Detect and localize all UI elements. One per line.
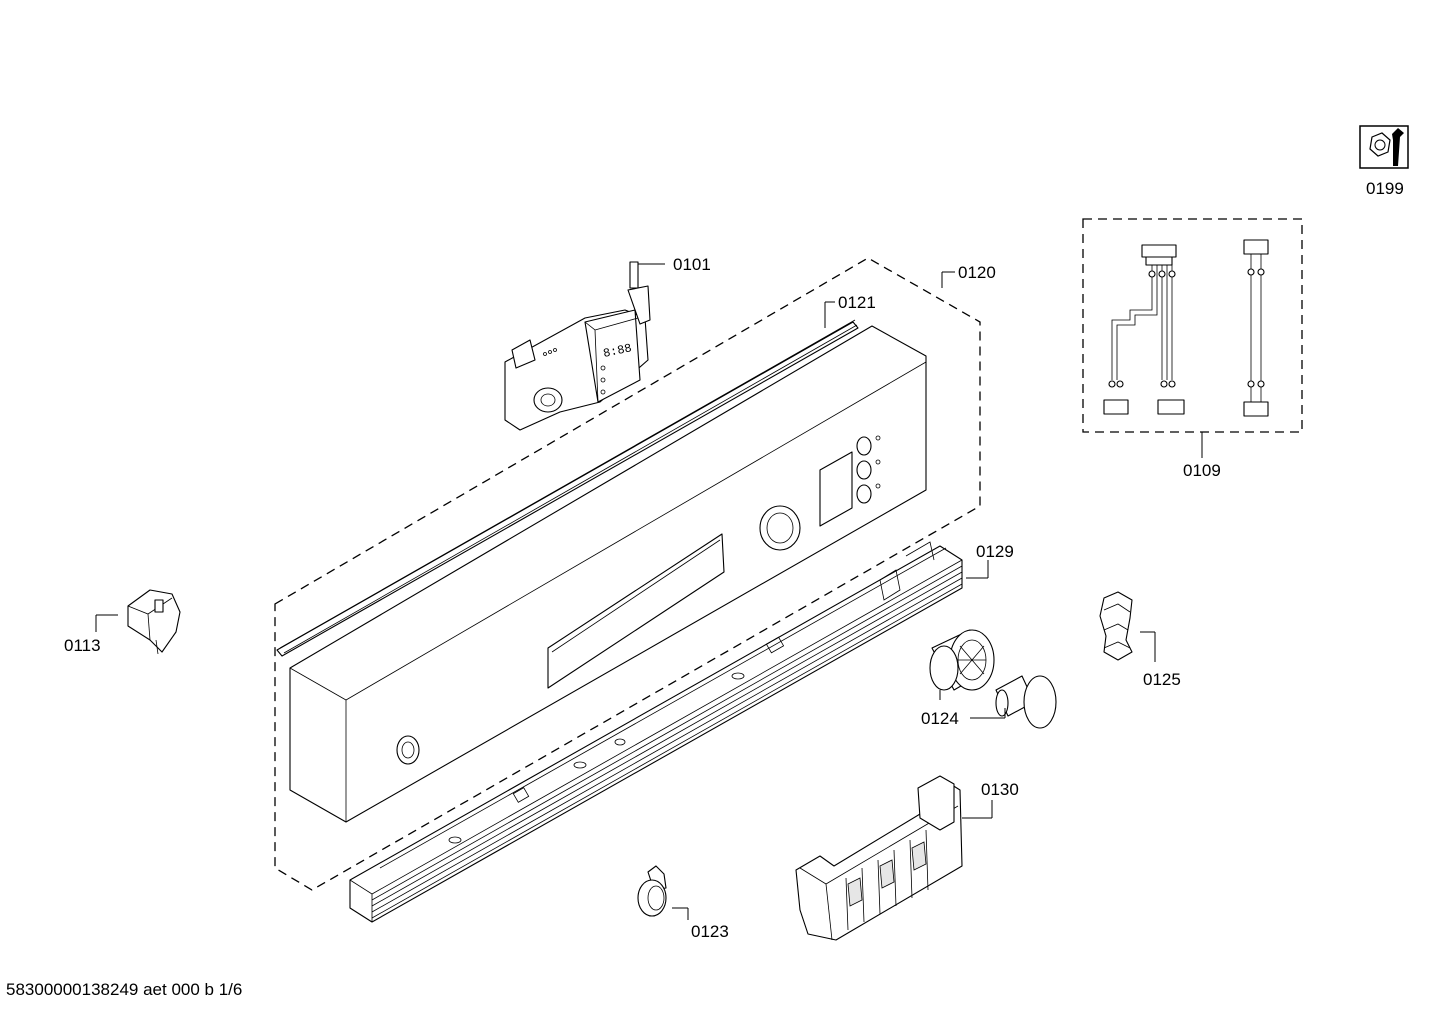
label-0101: 0101 bbox=[673, 255, 711, 274]
label-0129: 0129 bbox=[976, 542, 1014, 561]
module-display: 8:88 bbox=[602, 341, 633, 361]
harness-group-outline bbox=[1082, 218, 1303, 433]
document-reference: 58300000138249 aet 000 b 1/6 bbox=[6, 980, 243, 999]
pin-0124 bbox=[995, 675, 1057, 729]
frame-rail bbox=[349, 541, 963, 923]
label-0123: 0123 bbox=[691, 922, 729, 941]
control-module: 8:88 bbox=[504, 261, 651, 431]
clip-0113 bbox=[127, 589, 181, 655]
bracket-0125 bbox=[1099, 591, 1133, 661]
trim-strip bbox=[276, 319, 859, 657]
label-0130: 0130 bbox=[981, 780, 1019, 799]
label-0109: 0109 bbox=[1183, 461, 1221, 480]
knob-0124 bbox=[929, 629, 995, 691]
control-panel bbox=[289, 325, 927, 823]
wiring-harness bbox=[1103, 239, 1269, 417]
label-0125: 0125 bbox=[1143, 670, 1181, 689]
tool-icon bbox=[1359, 125, 1409, 169]
label-0113: 0113 bbox=[64, 636, 101, 655]
label-0121: 0121 bbox=[838, 293, 876, 312]
label-0120: 0120 bbox=[958, 263, 996, 282]
button-0123 bbox=[637, 865, 667, 917]
label-0124: 0124 bbox=[921, 709, 959, 728]
label-0199: 0199 bbox=[1366, 179, 1404, 198]
bracket-0130 bbox=[795, 775, 963, 941]
